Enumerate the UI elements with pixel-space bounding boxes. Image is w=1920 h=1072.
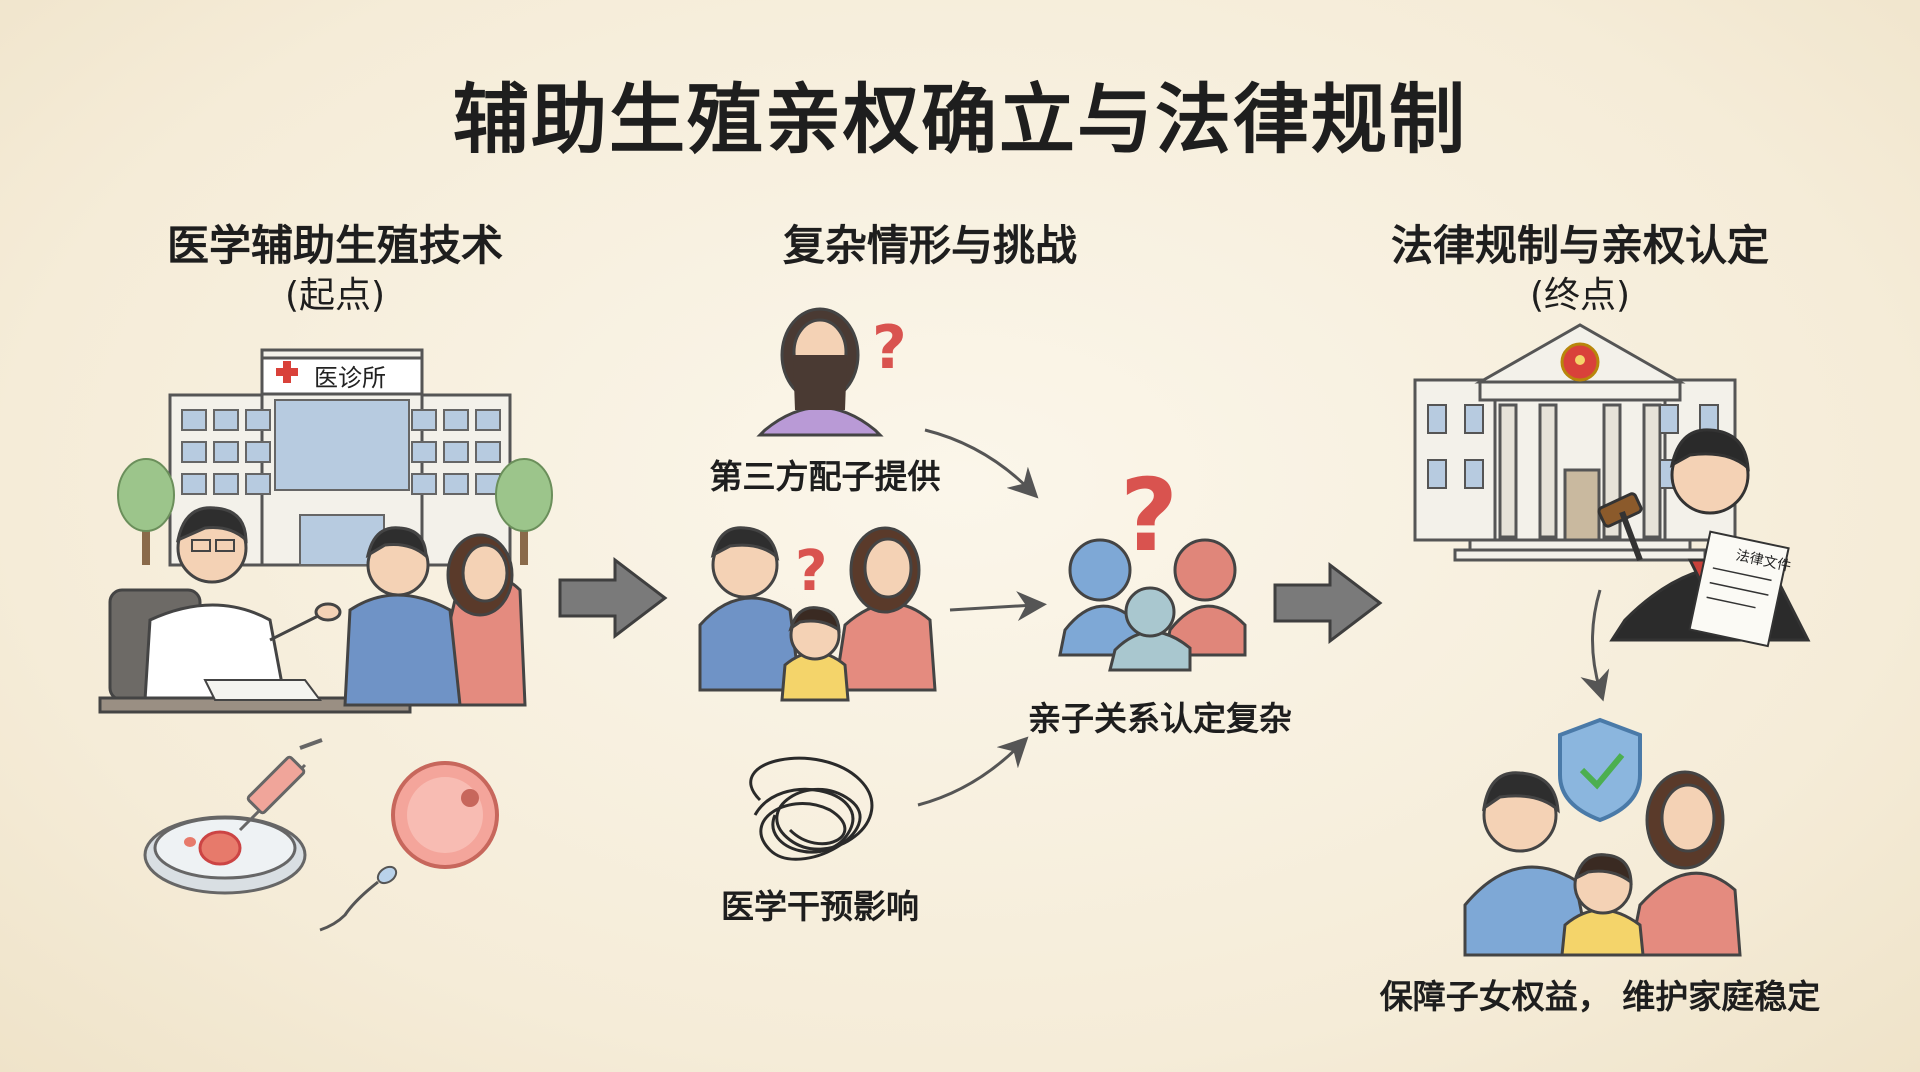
- third-party-gamete-label: 第三方配子提供: [709, 457, 941, 496]
- tangled-scribble-icon: [749, 756, 874, 861]
- clinic-sign: 医诊所: [314, 364, 386, 392]
- protected-family-icon: [1463, 770, 1742, 957]
- start-subheading: (起点): [284, 275, 386, 316]
- end-subheading: (终点): [1529, 275, 1631, 316]
- family-question-icon: [698, 526, 937, 702]
- group-question-icon: [1058, 538, 1247, 672]
- start-heading: 医学辅助生殖技术: [166, 221, 503, 270]
- flow-arrow-icon: [917, 428, 1047, 807]
- question-mark-icon: ?: [795, 539, 827, 604]
- end-heading: 法律规制与亲权认定: [1390, 221, 1769, 270]
- page-title: 辅助生殖亲权确立与法律规制: [453, 75, 1467, 164]
- flow-arrow-icon: [558, 556, 668, 640]
- question-mark-icon: ?: [1120, 457, 1178, 574]
- sperm-cell-icon: [319, 865, 398, 932]
- national-emblem-icon: [1560, 342, 1600, 382]
- medical-intervention-label: 医学干预影响: [721, 887, 919, 926]
- outcome-label: 保障子女权益， 维护家庭稳定: [1379, 977, 1821, 1016]
- judge-gavel-icon: [1597, 428, 1811, 648]
- tree-icon: [117, 458, 175, 565]
- doctor-figure-icon: [98, 506, 412, 714]
- egg-cell-icon: [391, 761, 499, 869]
- parentage-complex-label: 亲子关系认定复杂: [1028, 699, 1292, 738]
- question-mark-icon: ?: [872, 313, 907, 383]
- woman-question-icon: [756, 307, 884, 437]
- court-building-icon: [1413, 323, 1737, 562]
- red-cross-icon: [276, 361, 298, 383]
- middle-heading: 复杂情形与挑战: [782, 221, 1077, 270]
- petri-dish-injection-icon: [143, 738, 323, 895]
- flow-arrow-icon: [1580, 589, 1610, 702]
- shield-check-icon: [1558, 717, 1642, 823]
- flow-arrow-icon: [1273, 561, 1383, 645]
- tree-icon: [495, 458, 553, 565]
- couple-figures-icon: [343, 526, 527, 707]
